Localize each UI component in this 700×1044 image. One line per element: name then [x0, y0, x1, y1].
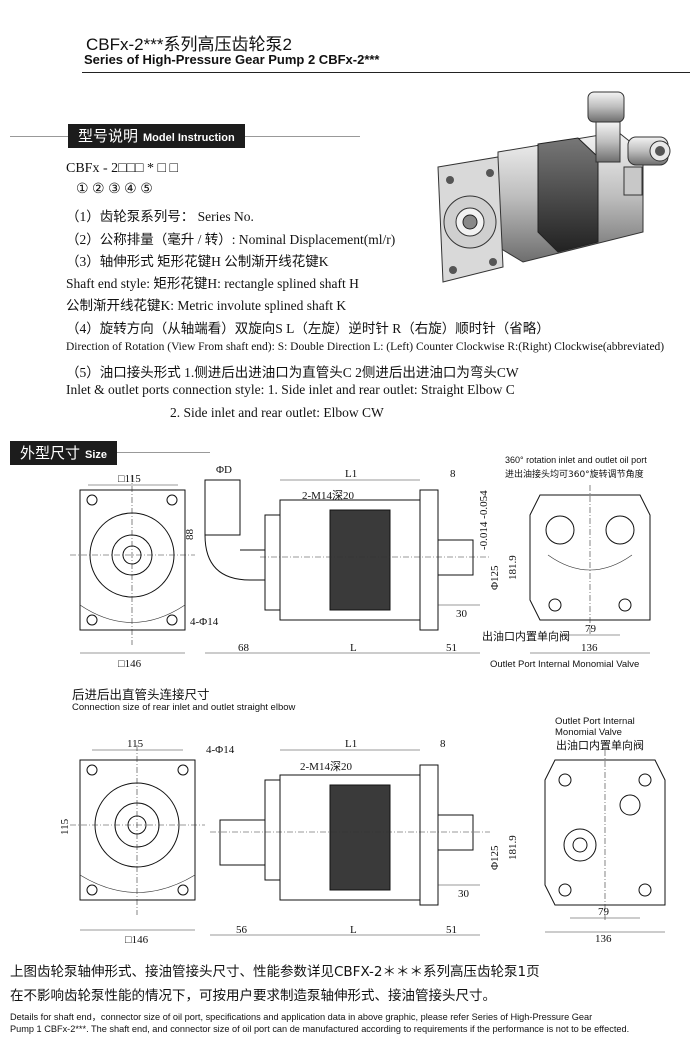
rotation-note-en: 360° rotation inlet and outlet oil port	[505, 455, 647, 465]
svg-text:□146: □146	[118, 658, 142, 670]
svg-text:L: L	[350, 642, 357, 654]
svg-text:Φ125: Φ125	[489, 565, 501, 590]
svg-text:8: 8	[440, 738, 446, 750]
spec-line-3: （3）轴伸形式 矩形花键H 公制渐开线花键K	[66, 254, 329, 269]
spec-line-7: Direction of Rotation (View From shaft e…	[66, 341, 665, 353]
svg-text:136: 136	[581, 642, 598, 654]
model-code: CBFx - 2□□□ * □ □	[66, 161, 178, 176]
svg-text:-0.014 -0.054: -0.014 -0.054	[478, 490, 490, 550]
svg-text:68: 68	[238, 642, 250, 654]
footer-cn-2: 在不影响齿轮泵性能的情况下，可按用户要求制造泵轴伸形式、接油管接头尺寸。	[10, 988, 496, 1004]
svg-text:□115: □115	[118, 473, 141, 485]
spec-line-1: （1）齿轮泵系列号： Series No.	[66, 209, 254, 224]
model-code-index: ① ② ③ ④ ⑤	[76, 182, 153, 197]
section-tab-en: Model Instruction	[143, 132, 235, 144]
spec-line-2: （2）公称排量（毫升 / 转）: Nominal Displacement(ml…	[66, 232, 396, 247]
page-subtitle: Series of High-Pressure Gear Pump 2 CBFx…	[84, 52, 380, 67]
svg-text:181.9: 181.9	[507, 555, 519, 580]
section-tab-size: 外型尺寸 Size	[10, 441, 118, 465]
spec-line-6: （4）旋转方向（从轴端看）双旋向S L（左旋）逆时针 R（右旋）顺时针（省略）	[66, 321, 550, 336]
page-title: CBFx-2***系列高压齿轮泵2	[86, 35, 292, 54]
svg-text:30: 30	[458, 888, 470, 900]
svg-text:79: 79	[598, 906, 610, 918]
svg-text:4-Φ14: 4-Φ14	[206, 744, 235, 756]
svg-text:136: 136	[595, 933, 612, 945]
svg-text:30: 30	[456, 608, 468, 620]
dimension-drawing-bottom: 115 115 □146 4-Φ14 L1 8 2-M14深20 Φ125 18…	[59, 738, 666, 946]
svg-text:出油口内置单向阀: 出油口内置单向阀	[556, 738, 644, 752]
svg-text:2-M14深20: 2-M14深20	[300, 760, 352, 773]
svg-text:□146: □146	[125, 934, 149, 946]
rotation-note-cn: 进出油接头均可360°旋转调节角度	[505, 470, 644, 480]
spec-line-8: （5）油口接头形式 1.侧进后出进油口为直管头C 2侧进后出进油口为弯头CW	[66, 365, 519, 380]
section-tab-model: 型号说明 Model Instruction	[68, 124, 245, 148]
footer-cn-1: 上图齿轮泵轴伸形式、接油管接头尺寸、性能参数详见CBFX-2＊＊＊系列高压齿轮泵…	[10, 964, 540, 980]
svg-text:88: 88	[184, 529, 196, 541]
svg-text:Φ125: Φ125	[489, 845, 501, 870]
svg-text:2-M14深20: 2-M14深20	[302, 489, 354, 502]
size-tab-cn: 外型尺寸	[20, 444, 81, 462]
outlet-valve-note-2a: Outlet Port Internal	[555, 716, 635, 727]
spec-line-10: 2. Side inlet and rear outlet: Elbow CW	[170, 405, 384, 420]
svg-text:79: 79	[585, 623, 597, 635]
dimension-drawing-top: □115 □146 4-Φ14 ΦD 88 L1 8 2-M14深20 -0.0…	[70, 464, 651, 670]
svg-text:出油口内置单向阀: 出油口内置单向阀	[482, 629, 570, 643]
svg-text:51: 51	[446, 924, 457, 936]
svg-text:56: 56	[236, 924, 248, 936]
svg-text:115: 115	[59, 818, 71, 835]
svg-text:115: 115	[127, 738, 144, 750]
svg-text:L: L	[350, 924, 357, 936]
section-tab-cn: 型号说明	[78, 127, 139, 145]
svg-text:181.9: 181.9	[507, 835, 519, 860]
outlet-valve-note: Outlet Port Internal Monomial Valve	[490, 659, 640, 670]
svg-text:L1: L1	[345, 468, 357, 480]
sub-heading-cn: 后进后出直管头连接尺寸	[72, 687, 210, 702]
pump-illustration	[437, 91, 671, 283]
footer-en-1: Details for shaft end，connector size of …	[10, 1012, 593, 1022]
svg-text:ΦD: ΦD	[216, 464, 232, 476]
svg-text:4-Φ14: 4-Φ14	[190, 616, 219, 628]
svg-text:L1: L1	[345, 738, 357, 750]
spec-line-9: Inlet & outlet ports connection style: 1…	[66, 382, 515, 397]
outlet-valve-note-2b: Monomial Valve	[555, 727, 622, 738]
spec-line-5: 公制渐开线花键K: Metric involute splined shaft …	[66, 298, 347, 313]
header-rule	[82, 72, 690, 73]
footer-en-2: Pump 1 CBFx-2***. The shaft end, and con…	[10, 1024, 630, 1034]
svg-text:51: 51	[446, 642, 457, 654]
svg-text:8: 8	[450, 468, 456, 480]
sub-heading-en: Connection size of rear inlet and outlet…	[72, 702, 296, 713]
size-tab-en: Size	[85, 449, 108, 461]
spec-line-4: Shaft end style: 矩形花键H: rectangle spline…	[66, 276, 359, 291]
